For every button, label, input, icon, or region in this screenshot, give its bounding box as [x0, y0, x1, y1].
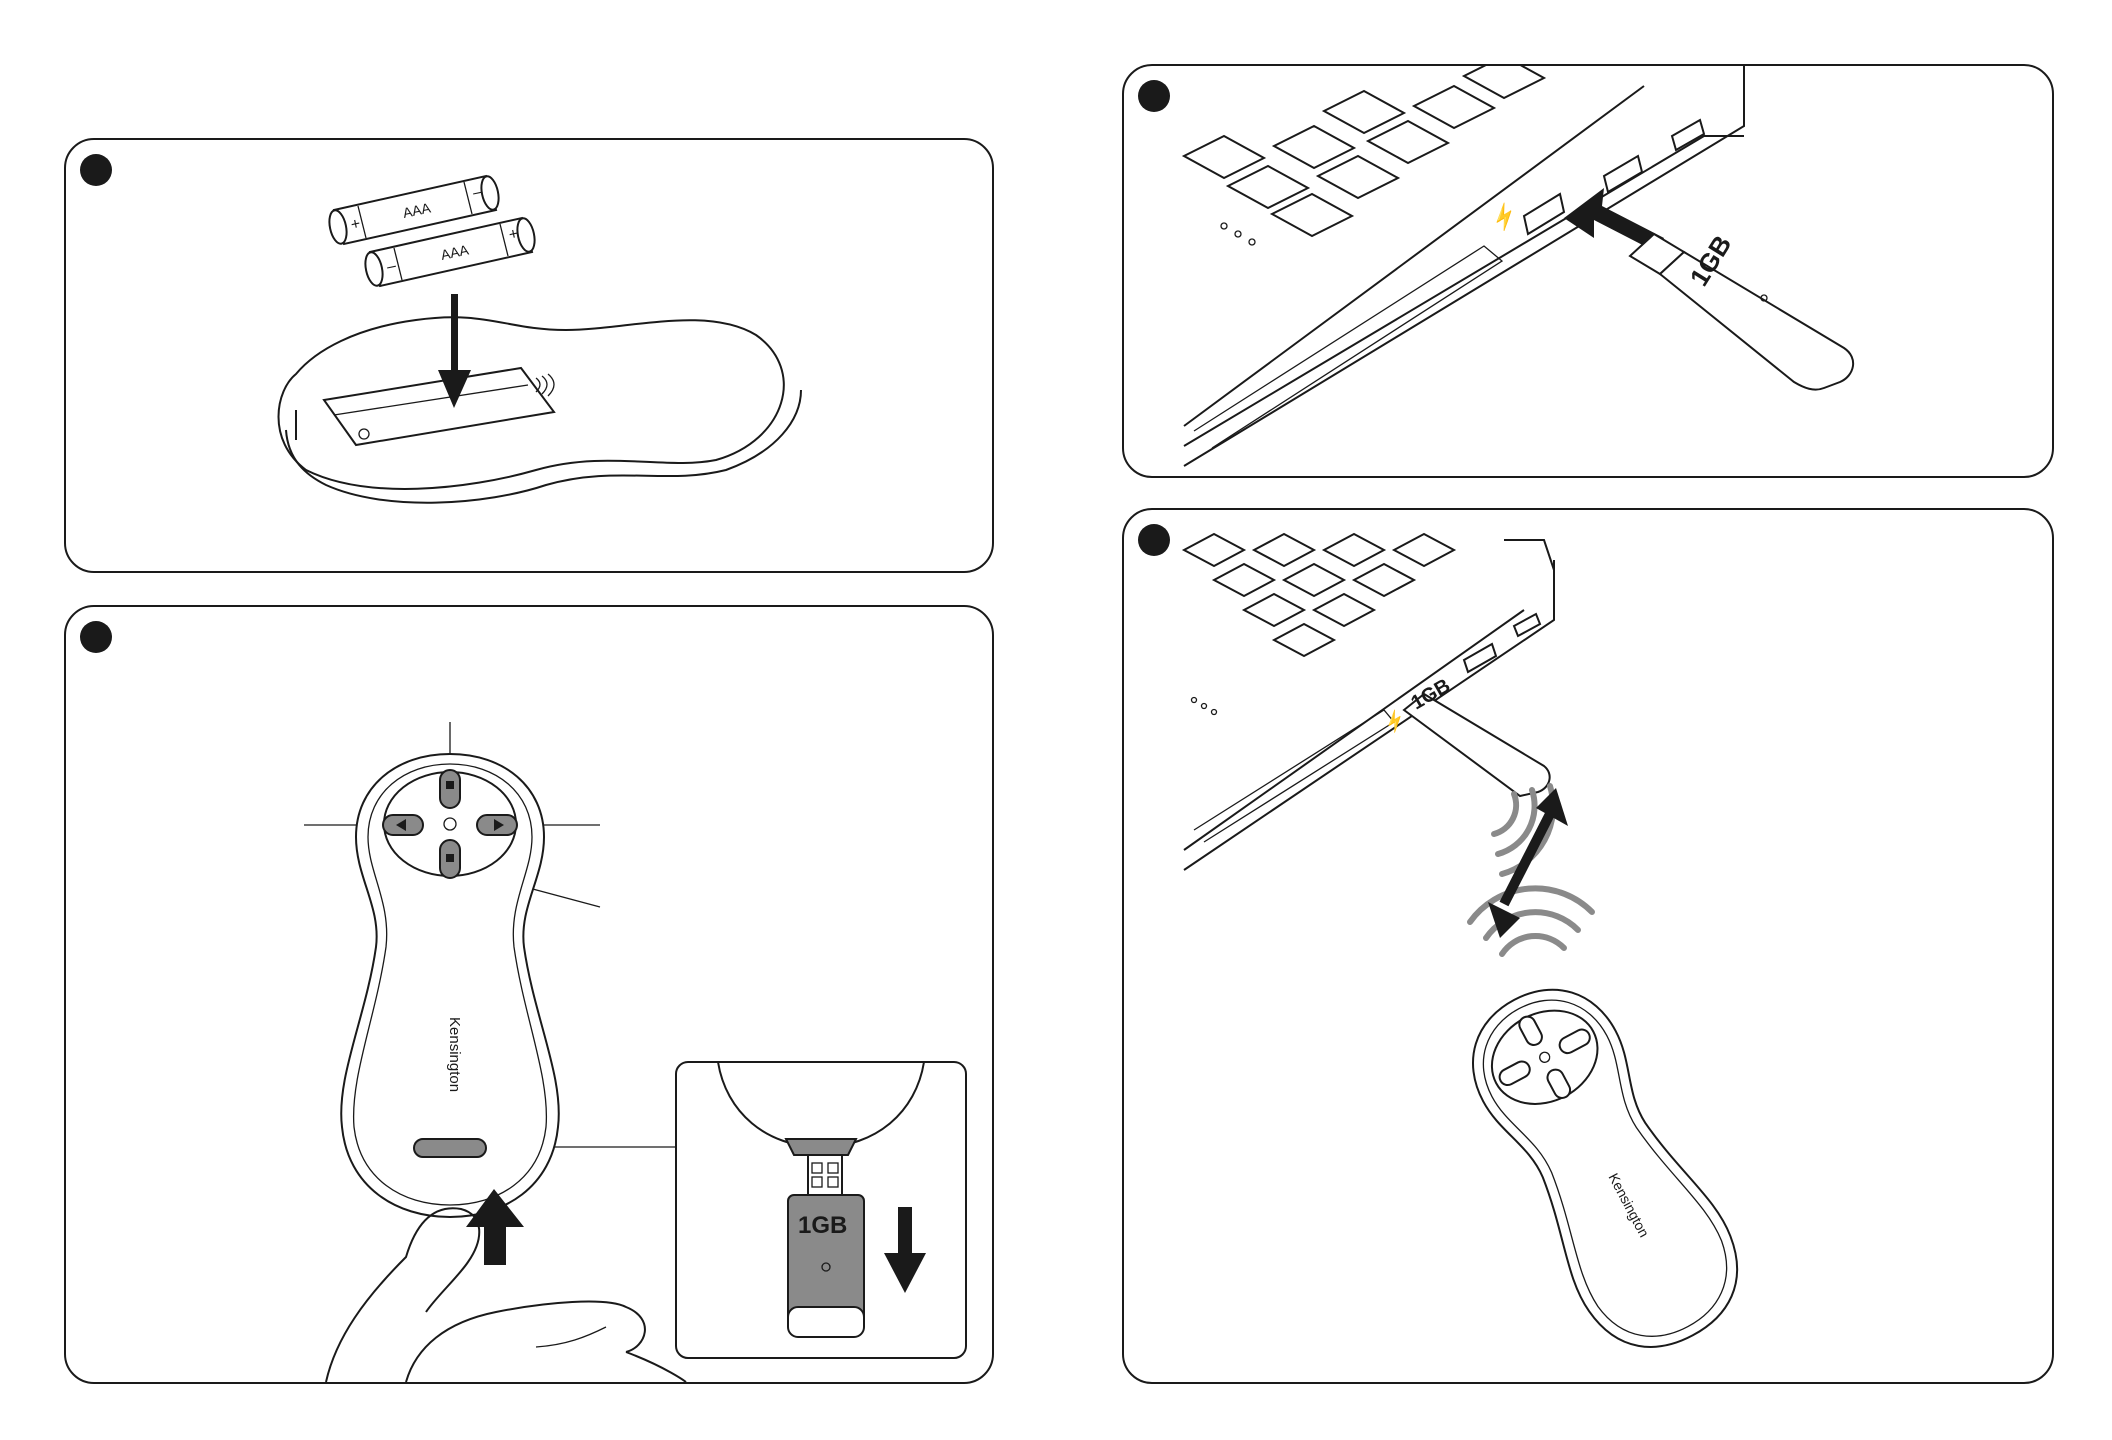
wireless-pairing-illustration: 1GB ⚡ Kensington: [1124, 510, 2052, 1382]
usb-receiver: 1GB: [1630, 230, 1853, 390]
battery-install-illustration: AAA + – AAA – +: [66, 140, 992, 571]
signal-waves-icon: [1470, 786, 1592, 954]
presenter-remote: Kensington: [1443, 962, 1764, 1373]
brand-logo-text: Kensington: [446, 1017, 463, 1092]
presenter-remote: Kensington: [341, 754, 559, 1217]
usb-symbol-icon: ⚡: [1486, 199, 1523, 235]
step-2-panel: Kensington 1GB: [64, 605, 994, 1384]
step-4-panel: 1GB ⚡ Kensington: [1122, 508, 2054, 1384]
usb-plug-in-illustration: ⚡ 1GB: [1124, 66, 2052, 476]
usb-port: [1524, 194, 1564, 234]
receiver-removal-illustration: Kensington 1GB: [66, 607, 992, 1382]
receiver-capacity-label: 1GB: [798, 1212, 847, 1239]
receiver-detail-inset: 1GB: [676, 1062, 966, 1358]
step-1-panel: AAA + – AAA – +: [64, 138, 994, 573]
step-3-panel: ⚡ 1GB: [1122, 64, 2054, 478]
